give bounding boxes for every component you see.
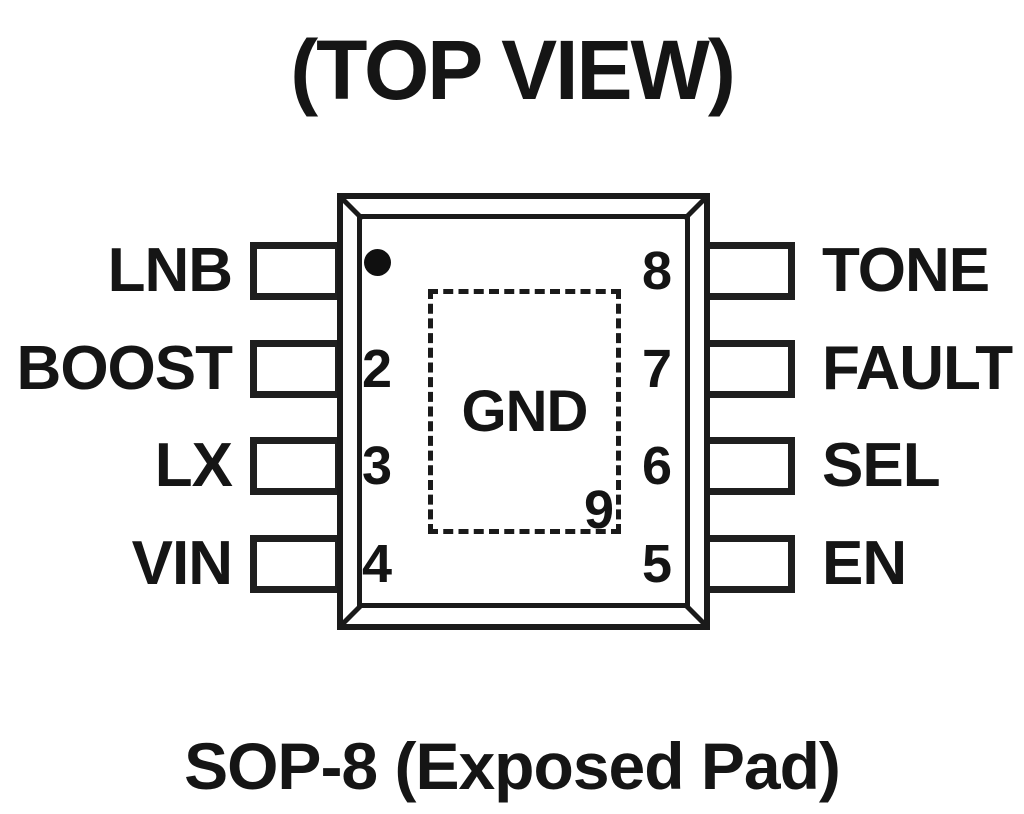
pin-lead-4: [250, 535, 342, 593]
pin-lead-8: [698, 242, 795, 300]
pin-number-3: 3: [361, 436, 393, 496]
exposed-pad: GND 9: [428, 289, 621, 540]
pin-lead-7: [698, 340, 795, 398]
exposed-pad-label: GND: [461, 379, 589, 444]
package-outline-inner: [357, 214, 690, 608]
pin1-indicator-dot: [364, 249, 391, 276]
pin-lead-3: [250, 437, 342, 495]
pin-label-vin: VIN: [131, 529, 233, 598]
exposed-pad-pin-number: 9: [583, 480, 614, 540]
pin-lead-5: [698, 535, 795, 593]
pin-number-2: 2: [361, 339, 393, 399]
pin-label-boost: BOOST: [16, 334, 233, 403]
pin-label-tone: TONE: [822, 236, 990, 305]
package-caption: SOP-8 (Exposed Pad): [184, 729, 841, 803]
pin-lead-6: [698, 437, 795, 495]
pin-number-6: 6: [641, 436, 673, 496]
diagram-title: (TOP VIEW): [290, 23, 736, 117]
pin-lead-1: [250, 242, 342, 300]
pin-label-lx: LX: [154, 431, 233, 500]
pin-label-lnb: LNB: [107, 236, 233, 305]
pin-label-en: EN: [822, 529, 907, 598]
pin-number-8: 8: [641, 241, 673, 301]
pin-label-sel: SEL: [822, 431, 941, 500]
pin-number-5: 5: [641, 534, 673, 594]
pin-label-fault: FAULT: [822, 334, 1013, 403]
pin-number-4: 4: [361, 534, 393, 594]
pin-number-7: 7: [641, 339, 673, 399]
pin-lead-2: [250, 340, 342, 398]
